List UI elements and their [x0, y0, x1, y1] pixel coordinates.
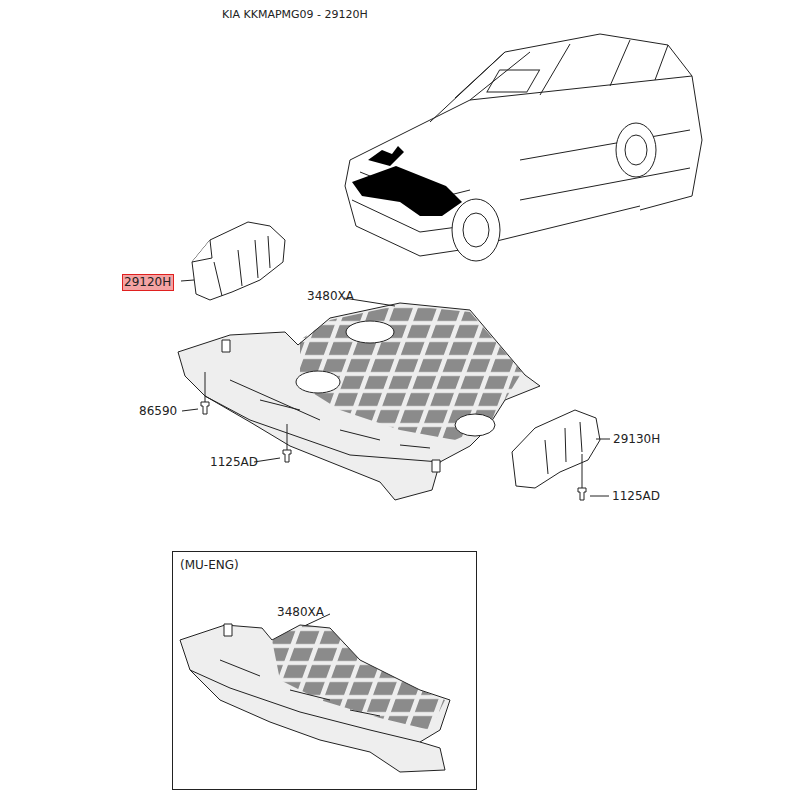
bolts [201, 372, 586, 500]
leader-lines [181, 280, 610, 628]
under-cover-3480XA [178, 300, 540, 500]
part-number: 86590 [139, 404, 177, 418]
inset-box: (MU-ENG) 3480XA [172, 551, 477, 790]
part-number: 1125AD [210, 455, 258, 469]
car-drawing [345, 34, 702, 261]
inset-heading: (MU-ENG) [180, 558, 239, 572]
inset-under-cover [180, 615, 460, 772]
part-number: 1125AD [612, 489, 660, 503]
side-cover-29130H [512, 410, 600, 488]
diagram-title: KIA KKMAPMG09 - 29120H [222, 8, 368, 21]
highlight-area [352, 166, 462, 216]
side-cover-29120H [192, 222, 285, 300]
part-number: 3480XA [277, 605, 324, 619]
part-number: 29130H [613, 432, 660, 446]
part-number: 3480XA [307, 289, 354, 303]
highlight-box: 29120H [122, 274, 174, 291]
highlight-area [368, 146, 404, 166]
part-number: 29120H [124, 275, 171, 289]
